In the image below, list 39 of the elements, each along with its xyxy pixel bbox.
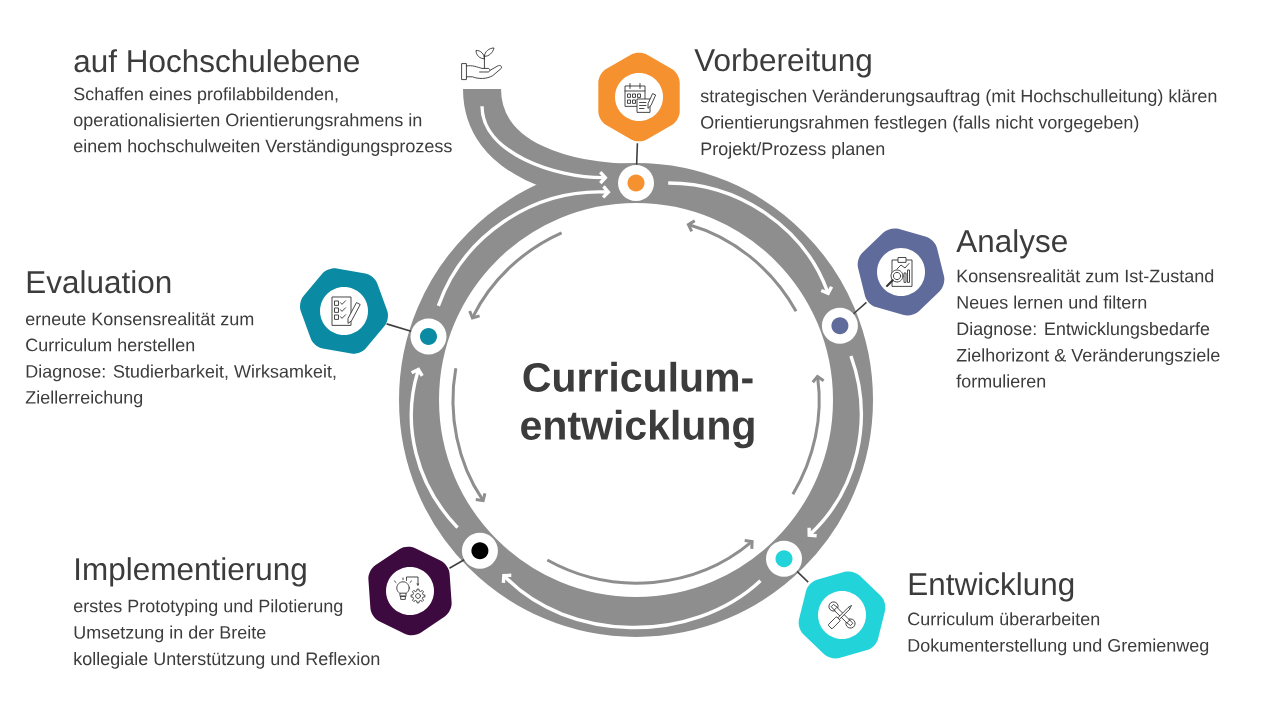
arrow xyxy=(807,355,863,538)
arrow xyxy=(480,105,608,185)
heading: Evaluation xyxy=(27,270,171,294)
hand-plant-icon xyxy=(461,47,502,80)
ring-dot xyxy=(821,307,858,344)
arrow xyxy=(501,573,762,630)
arrow xyxy=(436,185,611,307)
description-text: Dokumenterstellung und Gremienweg xyxy=(908,638,1209,656)
description-text: kollegiale Unterstützung und Reflexion xyxy=(74,651,380,669)
description-text: Umsetzung in der Breite xyxy=(74,625,266,643)
ring-dot xyxy=(618,165,654,201)
center-title: Curriculum- entwicklung xyxy=(521,361,754,449)
description-text: Schaffen eines profilabbildenden, operationalisierten Orientierungsrahmens in einem hochschulweiten Verständigungsprozess xyxy=(73,87,452,156)
description-text: Diagnose: Studierbarkeit, Wirksamkeit, Ziellerreichung xyxy=(25,364,336,408)
description-text: Konsensrealität zum Ist-Zustand xyxy=(957,269,1214,283)
heading: auf Hochschulebene xyxy=(74,49,359,73)
ring-dot xyxy=(766,540,802,577)
heading: Implementierung xyxy=(76,557,306,587)
arrow xyxy=(409,367,459,529)
description-text: Diagnose: Entwicklungsbedarfe xyxy=(957,321,1210,339)
heading: Analyse xyxy=(956,229,1067,259)
arrow xyxy=(668,181,834,296)
description-text: Neues lernen und filtern xyxy=(957,295,1147,309)
description-text: Projekt/Prozess planen xyxy=(701,141,885,159)
description-text: erstes Prototyping und Pilotierung xyxy=(74,599,343,616)
heading: Entwicklung xyxy=(909,572,1074,602)
connector-line xyxy=(385,323,412,333)
connector-line xyxy=(448,559,465,570)
connector-line xyxy=(852,301,868,315)
description-text: erneute Konsensrealität zum Curriculum herstellen xyxy=(26,312,254,352)
heading: Vorbereitung xyxy=(694,48,871,78)
ring-dot xyxy=(410,318,447,355)
connector-line xyxy=(796,570,809,583)
description-text: Curriculum überarbeiten xyxy=(908,612,1100,626)
connector-line xyxy=(635,142,639,166)
description-text: strategischen Veränderungsauftrag (mit Hochschulleitung) klären xyxy=(700,89,1217,106)
ring-dot xyxy=(461,532,498,569)
description-text: Zielhorizont & Veränderungsziele formulieren xyxy=(956,348,1220,388)
description-text: Orientierungsrahmen festlegen (falls nicht vorgegeben) xyxy=(701,115,1139,133)
